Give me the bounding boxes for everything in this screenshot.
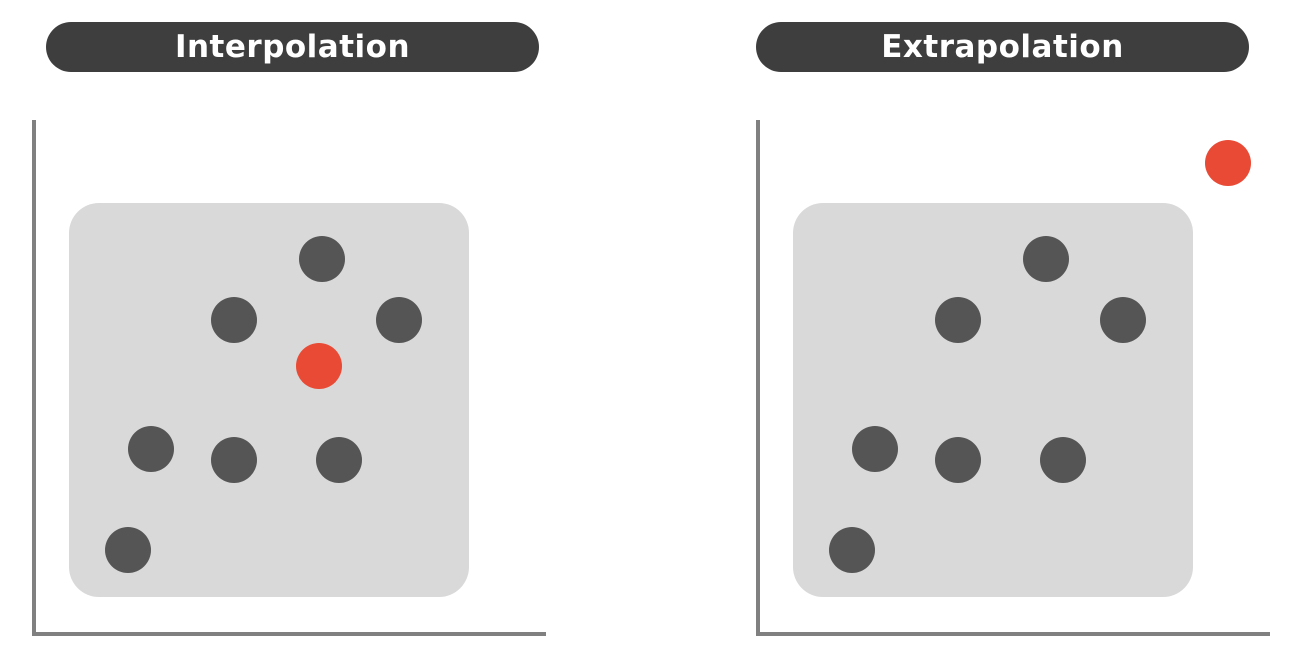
data-point [1023,236,1069,282]
data-point [1100,297,1146,343]
data-point [211,437,257,483]
data-point [829,527,875,573]
extrapolation-panel: Extrapolation [724,0,1284,665]
data-point [1040,437,1086,483]
data-point [211,297,257,343]
y-axis [756,120,760,636]
data-point [316,437,362,483]
data-point [299,236,345,282]
extrapolation-title: Extrapolation [756,22,1249,72]
x-axis [32,632,546,636]
data-point [852,426,898,472]
y-axis [32,120,36,636]
data-point [376,297,422,343]
data-point [105,527,151,573]
data-point [128,426,174,472]
query-point [1205,140,1251,186]
interpolation-title: Interpolation [46,22,539,72]
interpolation-panel: Interpolation [0,0,560,665]
data-point [935,437,981,483]
query-point [296,343,342,389]
x-axis [756,632,1270,636]
data-point [935,297,981,343]
